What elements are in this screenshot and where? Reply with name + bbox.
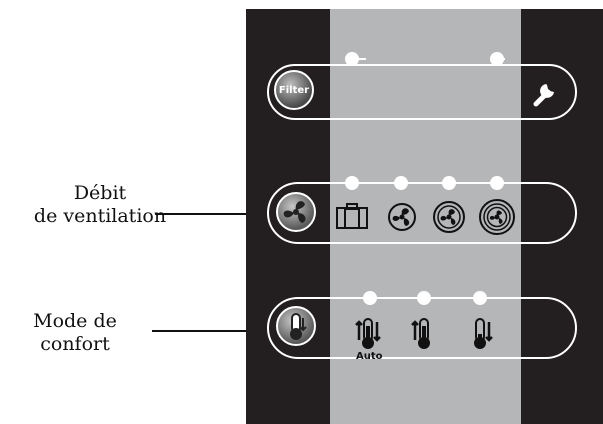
fan-speed-medium-icon [433,201,465,233]
comfort-leader-line [152,330,290,332]
fan-speed-low-icon [388,203,416,231]
thermometer-button-icon [290,313,307,340]
comfort-auto-icon [355,318,381,349]
filter-row [267,64,577,120]
comfort-warm-icon [411,318,430,349]
auto-label: Auto [356,351,383,362]
fan-icon [283,201,306,223]
ventilation-label: Débit de ventilation [30,182,170,228]
comfort-label-line1: Mode de [33,310,117,332]
ventilation-label-line2: de ventilation [33,205,167,227]
filter-button[interactable]: Filter [274,70,314,110]
ventilation-leader-line [155,213,290,215]
suitcase-icon [336,203,368,229]
comfort-label: Mode de confort [20,310,130,356]
ventilation-label-line1: Débit [73,182,127,204]
comfort-label-line2: confort [40,333,110,355]
comfort-cool-icon [474,318,493,349]
control-panel-center [330,9,521,424]
filter-button-label: Filter [278,84,310,96]
fan-speed-high-icon [479,199,515,235]
comfort-button[interactable] [276,306,316,346]
wrench-icon[interactable] [533,84,554,107]
